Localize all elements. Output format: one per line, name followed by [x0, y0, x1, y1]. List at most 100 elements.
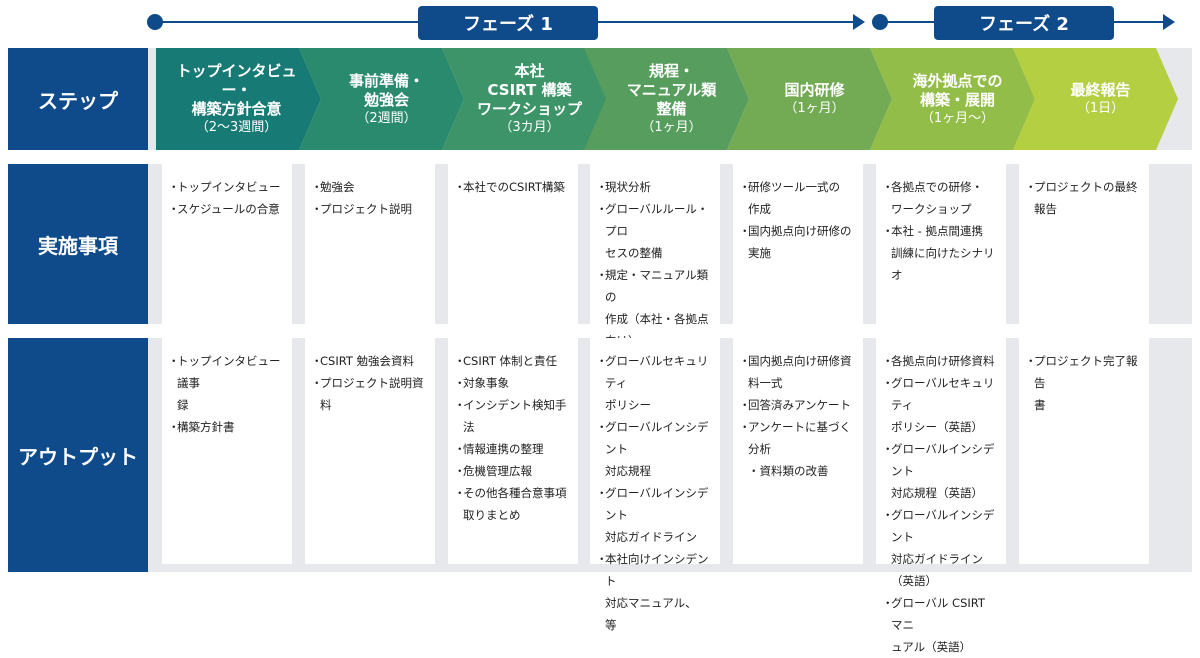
list-item: ・本社向けインシデント	[596, 548, 714, 592]
bullet-mark: ・	[1025, 180, 1037, 194]
task-cell-4: ・現状分析・グローバルルール・プロセスの整備・規定・マニュアル類の作成（本社・各…	[590, 164, 720, 348]
list-item-text: プロジェクト完了報告	[1034, 354, 1138, 390]
bullet-mark: ・	[596, 552, 608, 566]
list-item-text: プロジェクトの最終	[1034, 180, 1138, 194]
list-item: 料一式	[739, 372, 857, 394]
list-item-text: グローバルインシデント	[605, 420, 709, 456]
list-item: ・資料類の改善	[739, 460, 857, 482]
bullet-mark: ・	[596, 486, 608, 500]
list-item: ・グローバルインシデント	[882, 504, 1000, 548]
list-item-text: 取りまとめ	[463, 508, 521, 522]
list-item: ・本社 - 拠点間連携	[882, 220, 1000, 242]
list-item: ・情報連携の整理	[454, 438, 572, 460]
list-item-text: グローバルセキュリティ	[891, 376, 995, 412]
bullet-mark: ・	[739, 224, 751, 238]
phase-2-label: フェーズ 2	[934, 6, 1114, 40]
step-title-line: 規程・	[648, 62, 694, 80]
bullet-mark: ・	[454, 464, 466, 478]
list-item: 作成	[739, 198, 857, 220]
list-item-text: 作成（本社・各拠点	[605, 312, 709, 326]
list-item: 対応規程	[596, 460, 714, 482]
list-item: ・各拠点での研修・	[882, 176, 1000, 198]
list-item-text: グローバルルール・プロ	[605, 202, 709, 238]
task-cell-3: ・本社でのCSIRT構築	[448, 164, 578, 324]
list-item-text: 対応マニュアル、	[605, 596, 697, 610]
list-item: ・プロジェクト説明	[311, 198, 429, 220]
list-item: 対応規程（英語）	[882, 482, 1000, 504]
row-header-tasks: 実施事項	[8, 164, 148, 324]
timeline-dot-start-phase-2	[872, 14, 888, 30]
bullet-mark: ・	[882, 354, 894, 368]
bullet-mark	[739, 242, 748, 264]
list-item: ・危機管理広報	[454, 460, 572, 482]
bullet-mark	[454, 504, 463, 526]
bullet-mark	[882, 198, 891, 220]
list-item-text: グローバルインシデント	[891, 442, 995, 478]
list-item-text: 研修ツール一式の	[748, 180, 840, 194]
list-item: ・トップインタビュー	[168, 176, 286, 198]
list-item: ・グローバルインシデント	[882, 438, 1000, 482]
step-duration: （1ヶ月）	[641, 120, 702, 135]
step-title-line: 本社	[514, 62, 545, 80]
list-item: ・回答済みアンケート	[739, 394, 857, 416]
step-chevron-4: 規程・マニュアル類整備（1ヶ月）	[584, 48, 749, 150]
row-header-steps: ステップ	[8, 48, 148, 150]
bullet-mark	[882, 548, 891, 592]
list-item-text: グローバルセキュリティ	[605, 354, 709, 390]
list-item: 報告	[1025, 198, 1143, 220]
list-item-text: その他各種合意事項	[463, 486, 567, 500]
list-item-text: CSIRT 体制と責任	[463, 354, 558, 368]
list-item-text: 書	[1034, 398, 1046, 412]
list-item: ・インシデント検知手法	[454, 394, 572, 438]
bullet-mark: ・	[739, 180, 751, 194]
step-chevron-6: 海外拠点での構築・展開（1ヶ月～）	[870, 48, 1035, 150]
list-item: ・グローバル CSIRT マニ	[882, 592, 1000, 636]
list-item-text: 回答済みアンケート	[748, 398, 852, 412]
list-item-text: 各拠点での研修・	[891, 180, 983, 194]
list-item-text: 対応ガイドライン（英語）	[891, 552, 983, 588]
list-item-text: 情報連携の整理	[463, 442, 544, 456]
timeline-arrowhead-phase-2	[1163, 14, 1175, 30]
output-cell-4: ・グローバルセキュリティポリシー・グローバルインシデント対応規程・グローバルイン…	[590, 338, 720, 632]
list-item: セスの整備	[596, 242, 714, 264]
list-item-text: 訓練に向けたシナリオ	[891, 246, 995, 282]
task-cell-2: ・勉強会・プロジェクト説明	[305, 164, 435, 324]
list-item: ・研修ツール一式の	[739, 176, 857, 198]
bullet-mark	[739, 460, 748, 482]
task-cell-7: ・プロジェクトの最終報告	[1019, 164, 1149, 324]
list-item: ・グローバルインシデント	[596, 482, 714, 526]
list-item: ・規定・マニュアル類の	[596, 264, 714, 308]
list-item-text: セスの整備	[605, 246, 663, 260]
bullet-mark	[596, 526, 605, 548]
list-item: ・グローバルルール・プロ	[596, 198, 714, 242]
list-item-text: 対応規程	[605, 464, 651, 478]
bullet-mark	[168, 394, 177, 416]
list-item: ・本社でのCSIRT構築	[454, 176, 572, 198]
list-item: ・プロジェクト完了報告	[1025, 350, 1143, 394]
list-item-text: 対応規程（英語）	[891, 486, 983, 500]
list-item-text: グローバル CSIRT マニ	[891, 596, 985, 632]
list-item: ・グローバルセキュリティ	[596, 350, 714, 394]
list-item-text: トップインタビュー議事	[177, 354, 281, 390]
bullet-mark: ・	[596, 268, 608, 282]
list-item-text: ュアル（英語）	[891, 640, 972, 654]
task-cell-5: ・研修ツール一式の作成・国内拠点向け研修の実施	[733, 164, 863, 324]
list-item-text: 危機管理広報	[463, 464, 532, 478]
list-item-text: 対応ガイドライン	[605, 530, 697, 544]
bullet-mark: ・	[882, 442, 894, 456]
bullet-mark: ・	[1025, 354, 1037, 368]
list-item-text: 録	[177, 398, 189, 412]
bullet-mark: ・	[739, 420, 751, 434]
list-item: 訓練に向けたシナリオ	[882, 242, 1000, 286]
list-item: ・CSIRT 体制と責任	[454, 350, 572, 372]
list-item-text: 等	[605, 618, 617, 632]
bullet-mark	[596, 614, 605, 636]
step-title-line: 事前準備・	[348, 71, 424, 90]
step-chevron-2: 事前準備・勉強会（2週間）	[299, 48, 464, 150]
list-item: ・現状分析	[596, 176, 714, 198]
step-duration: （3カ月）	[499, 120, 560, 135]
list-item: ・その他各種合意事項	[454, 482, 572, 504]
step-duration: （1ヶ月）	[784, 101, 845, 116]
list-item-text: グローバルインシデント	[605, 486, 709, 522]
list-item: 書	[1025, 394, 1143, 416]
